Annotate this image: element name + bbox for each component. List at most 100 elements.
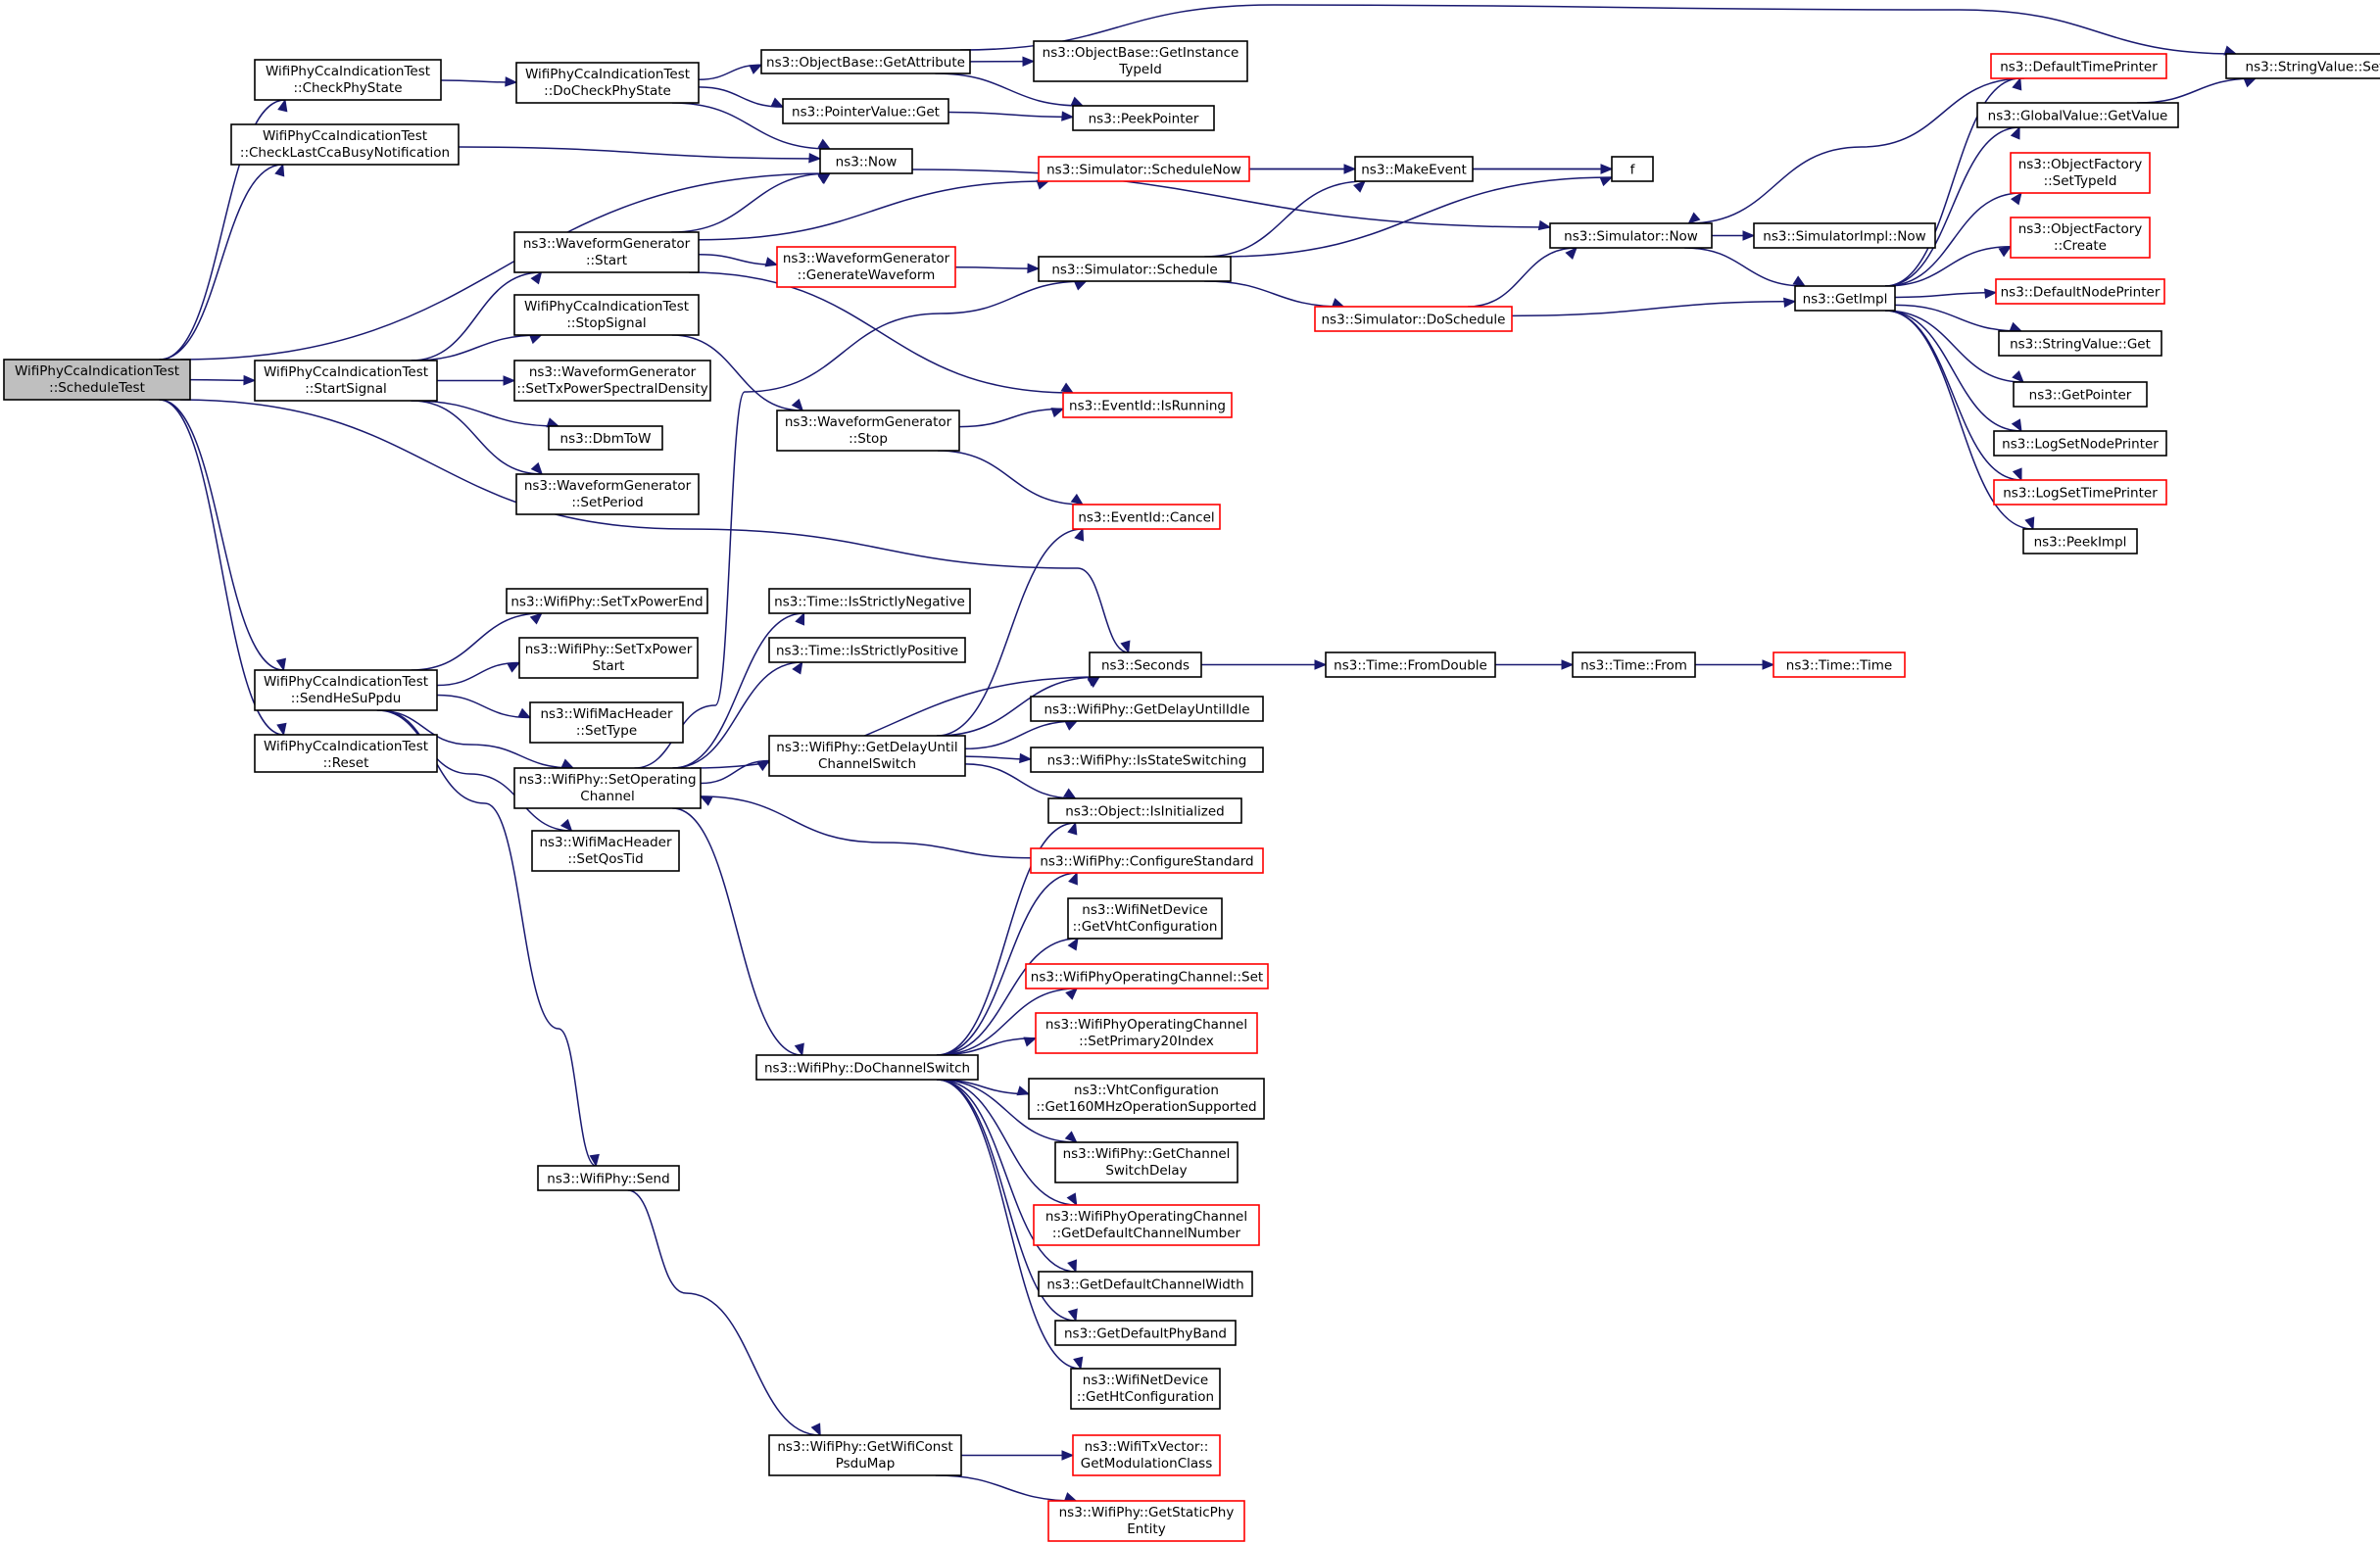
node-box [1030,747,1264,773]
node-wgstart[interactable]: ns3::WaveformGenerator::Start [513,231,700,273]
node-getdefpb[interactable]: ns3::GetDefaultPhyBand [1054,1320,1237,1346]
edge-dochsw-to-opchset [937,988,1079,1056]
node-getmod[interactable]: ns3::WifiTxVector::GetModulationClass [1072,1434,1221,1476]
node-configstd[interactable]: ns3::WifiPhy::ConfigureStandard [1030,847,1264,874]
edge-arrowhead [756,759,771,772]
node-defnp[interactable]: ns3::DefaultNodePrinter [1995,278,2165,305]
node-box [1990,53,2167,79]
edge-line [1894,304,2022,332]
node-cancel[interactable]: ns3::EventId::Cancel [1072,504,1221,530]
node-getidle[interactable]: ns3::WifiPhy::GetDelayUntilIdle [1030,696,1264,722]
edge-line [440,79,517,83]
edge-line [700,759,770,785]
node-ofsettype[interactable]: ns3::ObjectFactory::SetTypeId [2010,152,2151,194]
node-sched[interactable]: ns3::Simulator::Schedule [1038,256,1232,282]
node-dochsw[interactable]: ns3::WifiPhy::DoChannelSwitch [755,1054,979,1081]
node-peekimpl[interactable]: ns3::PeekImpl [2022,528,2138,555]
node-getht[interactable]: ns3::WifiNetDevice::GetHtConfiguration [1070,1368,1221,1410]
node-label-line: ns3::StringValue::Get [2010,337,2151,353]
node-box [2013,381,2148,408]
node-timefrom[interactable]: ns3::Time::From [1572,651,1696,678]
node-makeevent[interactable]: ns3::MakeEvent [1354,156,1474,182]
node-dbmtow[interactable]: ns3::DbmToW [548,425,663,451]
node-isinit[interactable]: ns3::Object::IsInitialized [1047,797,1242,824]
edge-gvget-to-svset [2136,77,2258,104]
node-checklast[interactable]: WifiPhyCcaIndicationTest::CheckLastCcaBu… [230,123,460,166]
node-get160[interactable]: ns3::VhtConfiguration::Get160MHzOperatio… [1028,1078,1265,1120]
node-opchset[interactable]: ns3::WifiPhyOperatingChannel::Set [1025,963,1269,989]
node-ptrget[interactable]: ns3::PointerValue::Get [782,98,949,124]
node-timetime[interactable]: ns3::Time::Time [1773,651,1906,678]
edge-line [959,4,2237,55]
node-setqos[interactable]: ns3::WifiMacHeader::SetQosTid [531,830,680,872]
node-peekptr[interactable]: ns3::PeekPointer [1072,105,1215,131]
node-setprim[interactable]: ns3::WifiPhyOperatingChannel::SetPrimary… [1035,1012,1258,1054]
node-simnow[interactable]: ns3::Simulator::Now [1549,222,1713,249]
node-box [1611,156,1654,182]
node-getvht[interactable]: ns3::WifiNetDevice::GetVhtConfiguration [1067,897,1223,940]
node-box [518,637,699,679]
node-genwave[interactable]: ns3::WaveformGenerator::GenerateWaveform [776,246,956,288]
node-label-line: ::StartSignal [305,381,387,397]
node-isrunning[interactable]: ns3::EventId::IsRunning [1062,392,1233,418]
node-ispos[interactable]: ns3::Time::IsStrictlyPositive [768,637,966,663]
node-ofcreate[interactable]: ns3::ObjectFactory::Create [2010,217,2151,259]
edge-makeevent-to-f [1473,164,1614,174]
edge-arrowhead [517,707,532,719]
node-getattr[interactable]: ns3::ObjectBase::GetAttribute [760,49,971,74]
node-gvget[interactable]: ns3::GlobalValue::GetValue [1976,102,2179,128]
node-svget[interactable]: ns3::StringValue::Get [1998,330,2162,357]
node-send[interactable]: ns3::WifiPhy::Send [537,1165,680,1191]
node-now[interactable]: ns3::Now [819,148,913,174]
node-docheck[interactable]: WifiPhyCcaIndicationTest::DoCheckPhyStat… [515,62,700,104]
node-f[interactable]: f [1611,156,1654,182]
node-simimplnow[interactable]: ns3::SimulatorImpl::Now [1753,222,1936,249]
node-stopsig[interactable]: WifiPhyCcaIndicationTest::StopSignal [513,294,700,336]
node-fromdouble[interactable]: ns3::Time::FromDouble [1325,651,1496,678]
node-label-line: ::GetDefaultChannelNumber [1052,1226,1241,1241]
node-getdefcw[interactable]: ns3::GetDefaultChannelWidth [1038,1271,1253,1297]
node-startsignal[interactable]: WifiPhyCcaIndicationTest::StartSignal [254,360,438,402]
edge-fromdouble-to-timefrom [1494,659,1575,670]
node-getptr[interactable]: ns3::GetPointer [2013,381,2148,408]
edge-line [911,169,1551,228]
node-getimpl[interactable]: ns3::GetImpl [1794,285,1896,312]
node-isneg[interactable]: ns3::Time::IsStrictlyNegative [768,588,971,614]
node-seconds[interactable]: ns3::Seconds [1089,651,1202,678]
node-schednow[interactable]: ns3::Simulator::ScheduleNow [1038,156,1250,182]
edge-root-to-startsignal [189,374,257,386]
node-settype[interactable]: ns3::WifiMacHeader::SetType [529,701,684,744]
node-getdefch[interactable]: ns3::WifiPhyOperatingChannel::GetDefault… [1033,1204,1260,1246]
node-checkphy[interactable]: WifiPhyCcaIndicationTest::CheckPhyState [254,59,442,101]
edge-line [937,988,1078,1056]
node-settxend[interactable]: ns3::WifiPhy::SetTxPowerEnd [506,588,708,614]
node-deftp[interactable]: ns3::DefaultTimePrinter [1990,53,2167,79]
node-logtime[interactable]: ns3::LogSetTimePrinter [1993,479,2167,506]
node-label-line: ns3::EventId::IsRunning [1069,399,1226,414]
node-isswitch[interactable]: ns3::WifiPhy::IsStateSwitching [1030,747,1264,773]
node-svset[interactable]: ns3::StringValue::Set [2225,53,2380,79]
edge-arrowhead [276,722,287,737]
edge-arrowhead [794,1042,804,1057]
edge-getimpl-to-ofsettype [1884,191,2022,287]
node-sendhe[interactable]: WifiPhyCcaIndicationTest::SendHeSuPpdu [254,669,438,711]
node-reset[interactable]: WifiPhyCcaIndicationTest::Reset [254,734,438,773]
node-root[interactable]: WifiPhyCcaIndicationTest::ScheduleTest [3,359,191,401]
node-box [513,767,702,809]
node-dosched[interactable]: ns3::Simulator::DoSchedule [1314,306,1513,332]
node-wgstop[interactable]: ns3::WaveformGenerator::Stop [776,410,960,452]
node-box [1070,1368,1221,1410]
node-box [1038,1271,1253,1297]
node-settxpsd[interactable]: ns3::WaveformGenerator::SetTxPowerSpectr… [513,360,711,402]
edge-line [937,1079,1077,1206]
node-lognode[interactable]: ns3::LogSetNodePrinter [1993,430,2167,457]
edge-line [376,709,574,769]
node-setperiod[interactable]: ns3::WaveformGenerator::SetPeriod [515,473,700,515]
